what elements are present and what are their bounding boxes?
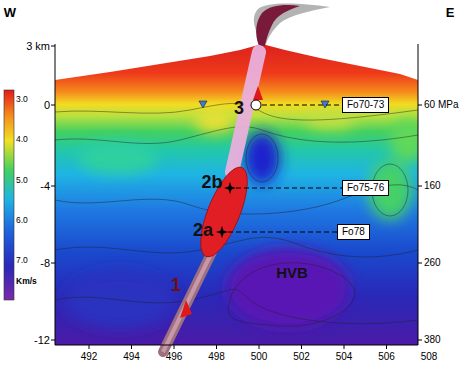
stage-number: 1 [171, 276, 181, 294]
colorbar-label: 4.0 [16, 135, 28, 144]
station-symbol [199, 101, 207, 108]
tick [51, 340, 55, 341]
green-anomaly [390, 118, 426, 162]
tick [418, 263, 422, 264]
tick [418, 340, 422, 341]
depth-label: -4 [40, 181, 50, 192]
tick [51, 46, 55, 47]
depth-label: 0 [44, 100, 50, 111]
distance-label: 498 [208, 352, 225, 362]
feeder-conduit [163, 252, 212, 352]
flow-arrow [180, 300, 192, 318]
elevation-label: 3 km [26, 41, 50, 52]
olivine-box: Fo70-73 [342, 97, 389, 113]
tick [51, 105, 55, 106]
tick [89, 345, 429, 349]
distance-label: 508 [421, 352, 438, 362]
pressure-label: 60 MPa [424, 100, 458, 110]
distance-label: 506 [378, 352, 395, 362]
low-velocity-anomaly [244, 132, 280, 184]
distance-label: 502 [293, 352, 310, 362]
magma-reservoir [191, 162, 257, 263]
colorbar-label: 7.0 [16, 256, 28, 265]
leader-line [228, 232, 337, 233]
tick [51, 186, 55, 187]
colorbar-label: 3.0 [16, 95, 28, 104]
cyan-anomaly [78, 142, 158, 174]
olivine-box: Fo75-76 [342, 180, 389, 196]
depth-label: -12 [34, 335, 50, 346]
olivine-box: Fo78 [337, 224, 370, 240]
yellow-anomaly [195, 112, 235, 132]
star-marker [224, 182, 236, 194]
axis-line [418, 44, 419, 345]
leader-line [262, 105, 342, 106]
stage-number: 2b [201, 173, 222, 191]
tick [51, 263, 55, 264]
tick [418, 186, 422, 187]
colorbar-label: 5.0 [16, 176, 28, 185]
tick [418, 105, 422, 106]
eruption-plume [256, 5, 300, 46]
leader-lines [228, 105, 342, 232]
region-label: HVB [276, 265, 308, 280]
flow-arrow [253, 86, 263, 100]
stage-number: 2a [193, 221, 213, 239]
pressure-label: 380 [424, 335, 441, 345]
composition-label: Fo70-73 [347, 99, 384, 111]
axis-line [55, 44, 56, 345]
pressure-label: 160 [424, 181, 441, 191]
distance-label: 500 [251, 352, 268, 362]
upper-conduit [232, 52, 259, 172]
stage-number: 3 [234, 99, 244, 117]
axis-line [55, 345, 418, 346]
depth-marker [251, 100, 261, 110]
distance-label: 494 [123, 352, 140, 362]
distance-label: 504 [336, 352, 353, 362]
leader-line [236, 188, 342, 189]
pressure-label: 260 [424, 258, 441, 268]
distance-label: 496 [166, 352, 183, 362]
color-bar [4, 90, 14, 300]
axes [51, 44, 429, 349]
contour-line [55, 289, 418, 323]
feeder-conduit [163, 252, 212, 352]
velocity-gradient [55, 40, 418, 345]
distance-label: 492 [81, 352, 98, 362]
compass-label: W [4, 6, 16, 19]
contour-line [228, 263, 354, 327]
composition-label: Fo75-76 [347, 182, 384, 194]
compass-label: E [446, 6, 455, 19]
composition-label: Fo78 [342, 226, 365, 238]
contour-line [55, 237, 418, 257]
colorbar-unit: Km/s [16, 277, 37, 286]
depth-label: -8 [40, 258, 50, 269]
velocity-field [55, 40, 426, 345]
contour-line [246, 134, 278, 182]
colorbar-label: 6.0 [16, 216, 28, 225]
star-marker [216, 226, 228, 238]
